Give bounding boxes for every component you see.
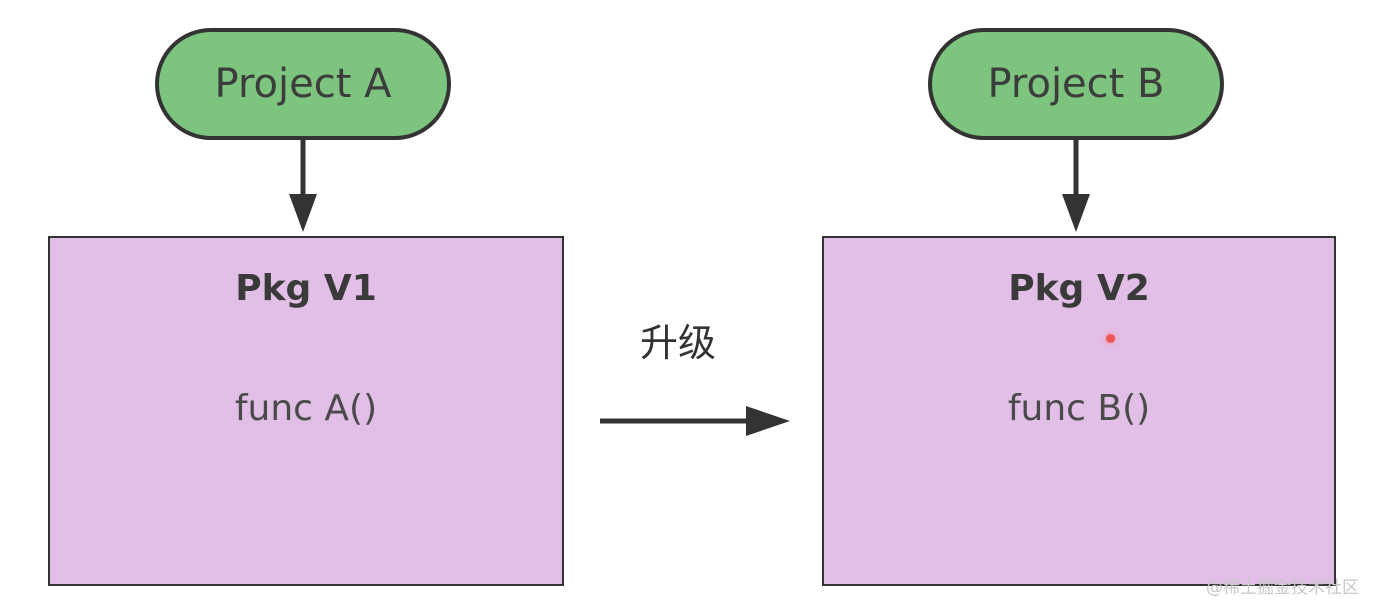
pkg-v1-box: Pkg V1 func A() <box>48 236 564 586</box>
edge-project-b-to-pkg-v2 <box>1062 140 1090 232</box>
project-a-node: Project A <box>155 28 451 140</box>
pkg-v1-func: func A() <box>234 388 378 429</box>
upgrade-arrow <box>600 406 790 436</box>
pkg-v2-title: Pkg V2 <box>1008 268 1150 309</box>
pkg-v1-title: Pkg V1 <box>235 268 377 309</box>
upgrade-label: 升级 <box>640 321 717 365</box>
project-a-label: Project A <box>214 61 392 107</box>
pointer-dot <box>1106 334 1115 343</box>
watermark: @稀土掘金技术社区 <box>1206 578 1359 598</box>
project-b-node: Project B <box>928 28 1224 140</box>
project-b-label: Project B <box>987 61 1165 107</box>
pkg-v2-func: func B() <box>1007 388 1151 429</box>
edge-project-a-to-pkg-v1 <box>289 140 317 232</box>
pkg-v2-box: Pkg V2 func B() <box>822 236 1336 586</box>
